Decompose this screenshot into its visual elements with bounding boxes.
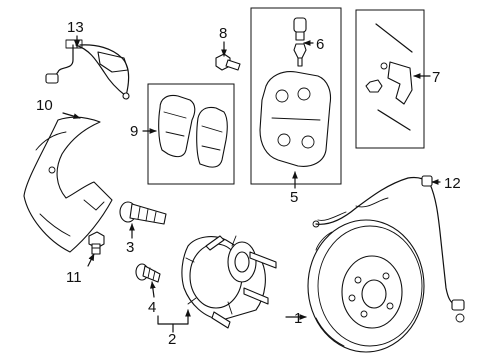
leader-2: [157, 309, 191, 325]
brake-caliper: [259, 71, 332, 167]
hardware-kit: [365, 23, 413, 131]
callout-7: 7: [432, 69, 440, 86]
leader-4: [150, 281, 156, 298]
pad-kit-box: [147, 83, 235, 185]
callout-10: 10: [36, 97, 53, 114]
callout-13: 13: [67, 19, 84, 36]
leader-11: [87, 253, 95, 267]
bleeder-cap: [293, 17, 307, 67]
shield-bolt: [88, 231, 105, 255]
callout-11: 11: [66, 269, 82, 286]
callout-3: 3: [126, 239, 134, 256]
leader-10: [62, 112, 81, 119]
callout-9: 9: [130, 123, 138, 140]
callout-5: 5: [290, 189, 298, 206]
callout-8: 8: [219, 25, 227, 42]
wheel-stud: [135, 263, 161, 283]
callout-1: 1: [294, 310, 302, 327]
wear-sensor-wire: [45, 39, 130, 100]
hardware-kit-box: [355, 9, 425, 149]
abs-sensor-harness: [312, 175, 465, 323]
hub-bearing: [181, 235, 277, 329]
brake-pads: [158, 94, 228, 168]
bleeder-screw: [215, 53, 241, 71]
callout-4: 4: [148, 299, 156, 316]
callout-2: 2: [168, 331, 176, 348]
dust-shield: [23, 116, 113, 253]
leader-lines: [62, 35, 441, 333]
guide-bolt: [119, 201, 167, 225]
brake-rotor: [307, 219, 425, 353]
callout-6: 6: [316, 36, 324, 53]
callout-12: 12: [444, 175, 461, 192]
caliper-box: [250, 7, 342, 185]
